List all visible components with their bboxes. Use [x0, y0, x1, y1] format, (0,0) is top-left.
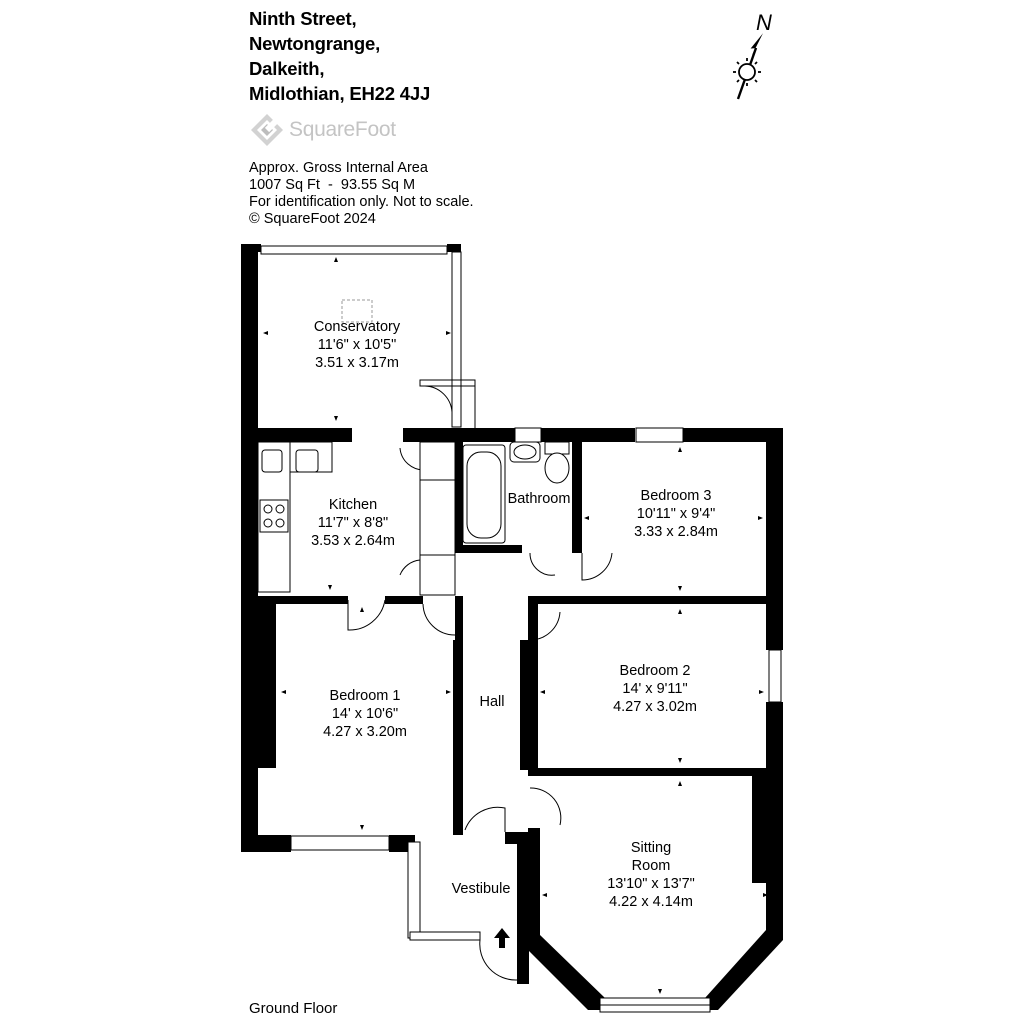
bedroom1-metric: 4.27 x 3.20m	[323, 724, 407, 740]
property-address: Ninth Street, Newtongrange, Dalkeith, Mi…	[249, 6, 430, 106]
vestibule-name: Vestibule	[452, 881, 511, 897]
kitchen-fittings	[257, 441, 456, 596]
sitting-room-imperial: 13'10" x 13'7"	[607, 876, 695, 892]
conservatory-glazing	[260, 245, 476, 430]
conservatory-name: Conservatory	[314, 319, 401, 335]
kitchen-metric: 3.53 x 2.64m	[311, 533, 395, 549]
bedroom2-imperial: 14' x 9'11"	[622, 681, 687, 697]
windows	[290, 427, 782, 941]
area-info-line-4: © SquareFoot 2024	[249, 211, 376, 227]
bedroom2-name: Bedroom 2	[620, 663, 691, 679]
bedroom1-imperial: 14' x 10'6"	[332, 706, 398, 722]
area-info-line-2: 1007 Sq Ft - 93.55 Sq M	[249, 177, 416, 193]
bathroom-name: Bathroom	[508, 491, 571, 507]
area-info: Approx. Gross Internal Area 1007 Sq Ft -…	[249, 160, 474, 228]
bedroom2-metric: 4.27 x 3.02m	[613, 699, 697, 715]
area-info-line-3: For identification only. Not to scale.	[249, 194, 474, 210]
bathroom-fittings	[462, 441, 570, 544]
kitchen-name: Kitchen	[329, 497, 377, 513]
sitting-room-metric: 4.22 x 4.14m	[609, 894, 693, 910]
floor-label: Ground Floor	[249, 1000, 338, 1017]
bedroom3-name: Bedroom 3	[641, 488, 712, 504]
entrance-arrow-icon	[494, 928, 510, 948]
address-line-2: Newtongrange,	[249, 33, 381, 54]
address-line-3: Dalkeith,	[249, 58, 325, 79]
walls	[241, 244, 783, 984]
conservatory-metric: 3.51 x 3.17m	[315, 355, 399, 371]
north-arrow-sun-icon: N	[733, 10, 772, 100]
area-info-line-1: Approx. Gross Internal Area	[249, 160, 428, 176]
address-line-4: Midlothian, EH22 4JJ	[249, 83, 431, 104]
address-line-1: Ninth Street,	[249, 8, 357, 29]
logo-text: SquareFoot	[289, 118, 396, 141]
sitting-room-name-1: Sitting	[631, 840, 671, 856]
skylight	[341, 299, 373, 323]
conservatory-imperial: 11'6" x 10'5"	[318, 337, 396, 353]
squarefoot-logo-icon	[251, 114, 283, 146]
north-label: N	[756, 10, 772, 35]
bedroom3-metric: 3.33 x 2.84m	[634, 524, 718, 540]
dimension-markers	[263, 257, 768, 994]
kitchen-imperial: 11'7" x 8'8"	[318, 515, 388, 531]
bedroom3-imperial: 10'11" x 9'4"	[637, 506, 715, 522]
hall-name: Hall	[480, 694, 505, 710]
bedroom1-name: Bedroom 1	[330, 688, 401, 704]
room-labels: Conservatory 11'6" x 10'5" 3.51 x 3.17m …	[311, 319, 718, 910]
bay-window	[528, 930, 783, 1013]
squarefoot-logo: SquareFoot	[249, 112, 396, 148]
sitting-room-name-2: Room	[632, 858, 671, 874]
